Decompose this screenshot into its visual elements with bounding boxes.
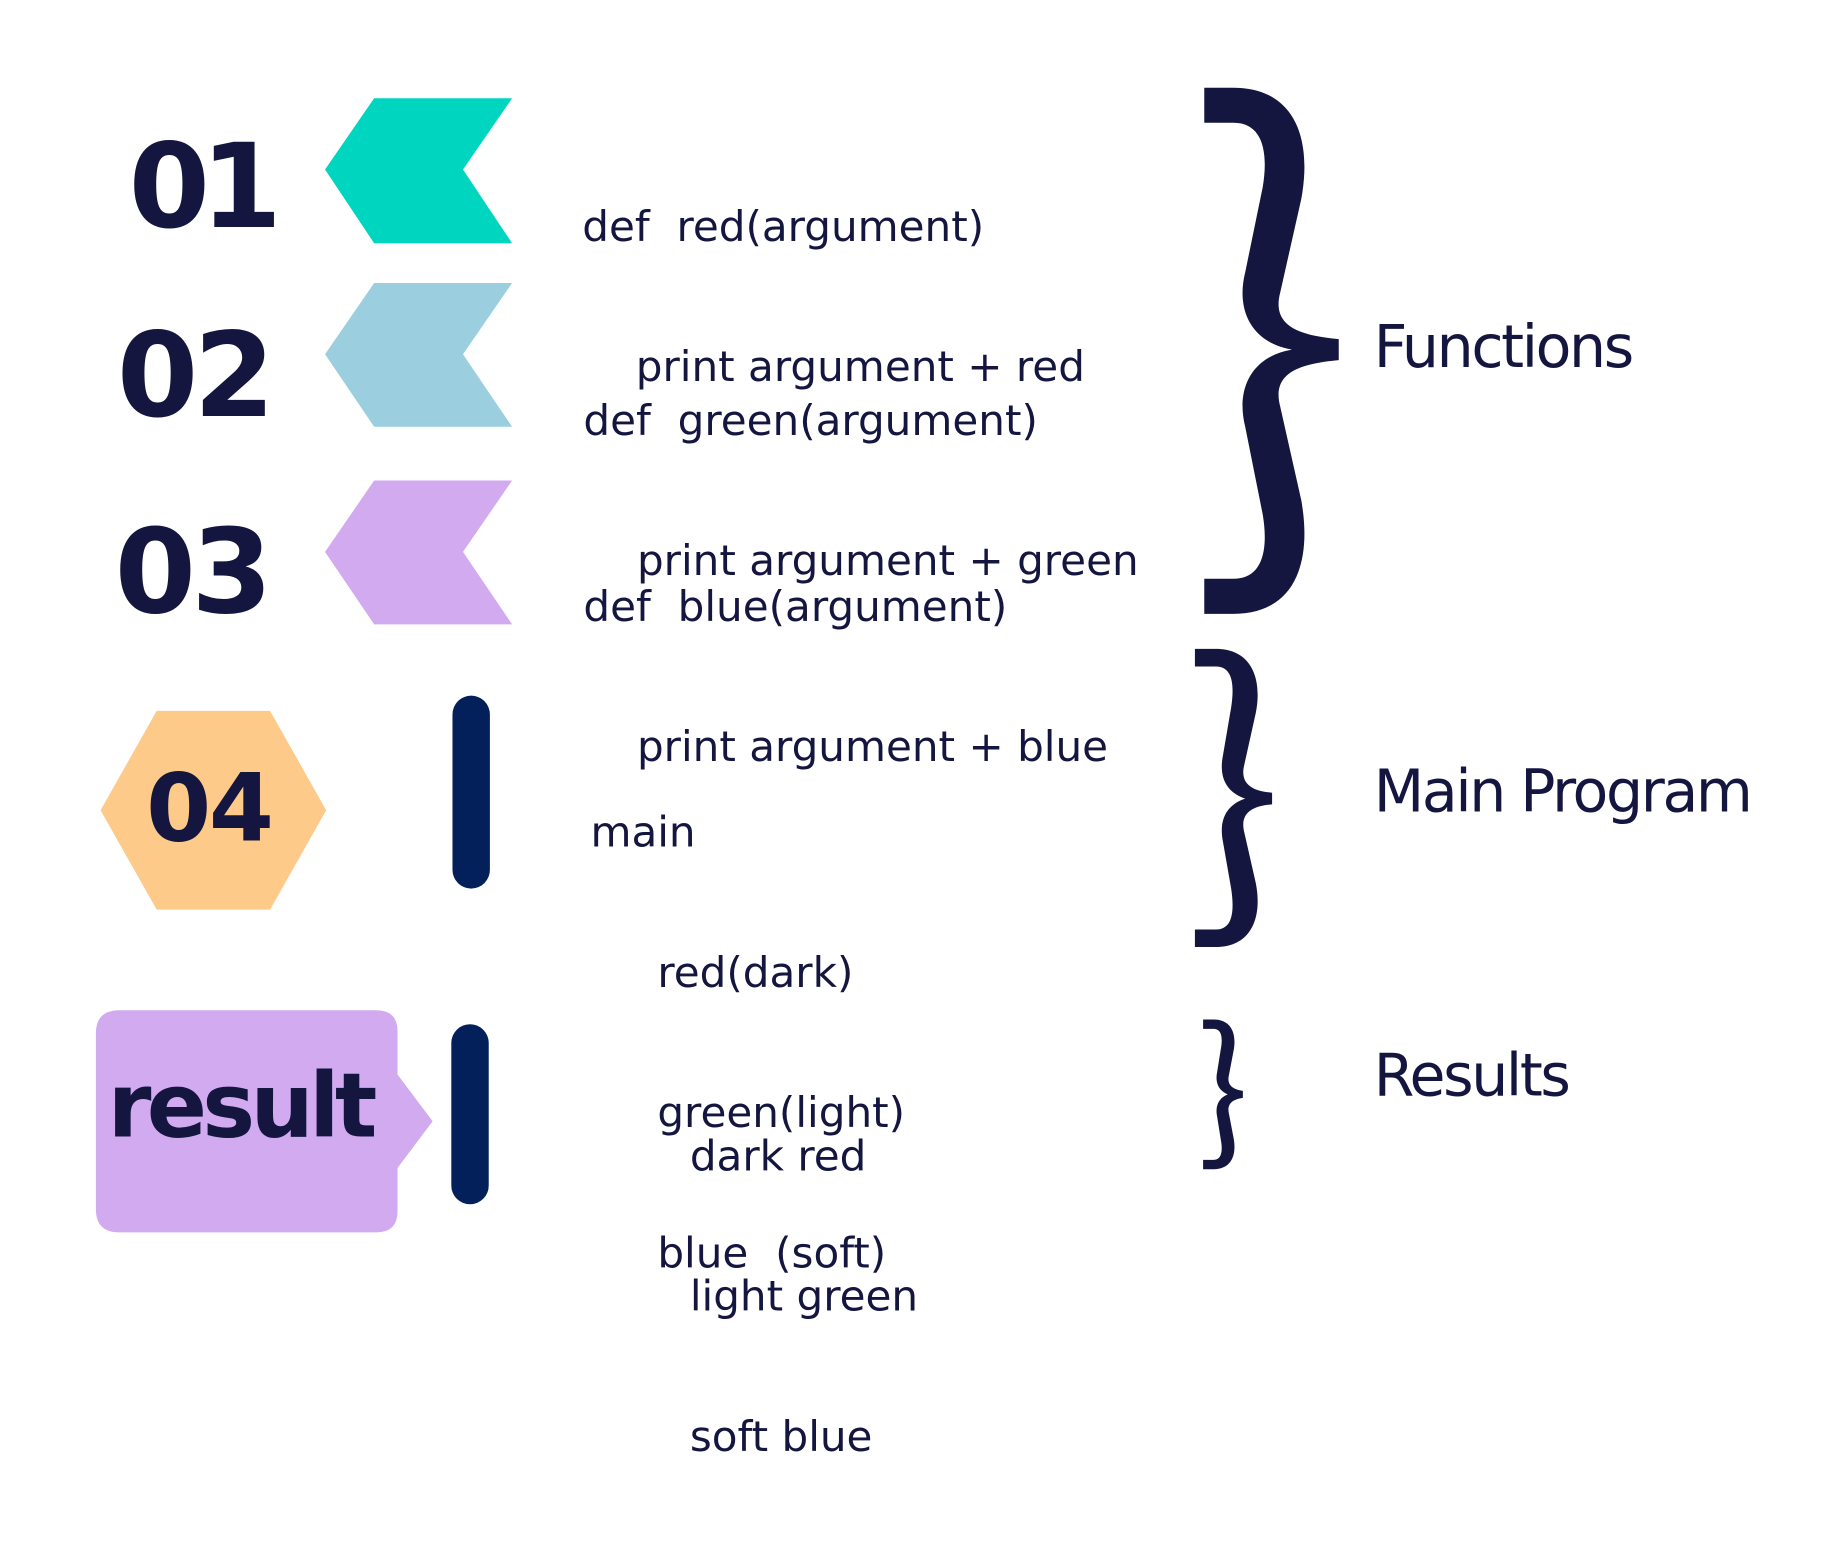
chevron-marker-01 (325, 98, 513, 244)
hexagon-shape-04 (100, 710, 327, 910)
chevron-shape-03 (325, 480, 513, 625)
chevron-marker-02 (325, 282, 513, 427)
code-block-03: def blue(argument) print argument + blue (583, 491, 1108, 865)
results-label: Results (1373, 1041, 1571, 1110)
result-code-block: dark red light green soft blue (690, 1041, 918, 1555)
code-line: green(light) (590, 1089, 906, 1138)
brace-shape (1204, 87, 1339, 614)
code-line: def red(argument) (582, 203, 985, 252)
code-line: print argument + green (583, 537, 1139, 586)
results-brace (1203, 1019, 1243, 1170)
step-number-04: 04 (146, 754, 274, 863)
main-code-block: main red(dark) green(light) blue (soft) (590, 717, 905, 1372)
code-line: light green (689, 1273, 919, 1322)
chevron-shape-01 (325, 98, 513, 244)
result-badge-shape (95, 1010, 433, 1233)
main-program-brace (1194, 648, 1273, 948)
code-line: def green(argument) (583, 397, 1038, 446)
code-line: dark red (689, 1132, 867, 1181)
code-line: red(dark) (590, 949, 854, 998)
step-number-02: 02 (116, 307, 275, 445)
code-line: soft blue (689, 1413, 873, 1462)
result-bar (451, 1024, 489, 1205)
main-program-bar (452, 695, 490, 889)
code-block-01: def red(argument) print argument + red (582, 111, 1085, 485)
functions-label: Functions (1373, 313, 1634, 382)
result-badge-label: result (107, 1053, 378, 1158)
code-line: main (590, 809, 696, 858)
brace-shape (1203, 1019, 1243, 1170)
hexagon-marker-04 (100, 710, 327, 910)
code-line: def blue(argument) (583, 583, 1008, 632)
step-number-01: 01 (128, 118, 282, 255)
program-structure-diagram: 01 def red(argument) print argument + re… (95, 87, 1753, 1461)
functions-brace (1204, 87, 1339, 614)
chevron-shape-02 (325, 282, 513, 427)
chevron-marker-03 (325, 480, 513, 625)
step-number-03: 03 (114, 503, 273, 641)
code-block-02: def green(argument) print argument + gre… (583, 305, 1138, 679)
result-badge (95, 1010, 433, 1233)
brace-shape (1194, 648, 1273, 948)
code-line: blue (soft) (590, 1229, 887, 1278)
main-program-label: Main Program (1373, 757, 1753, 826)
code-line: print argument + red (582, 343, 1085, 392)
code-line: print argument + blue (583, 723, 1109, 772)
